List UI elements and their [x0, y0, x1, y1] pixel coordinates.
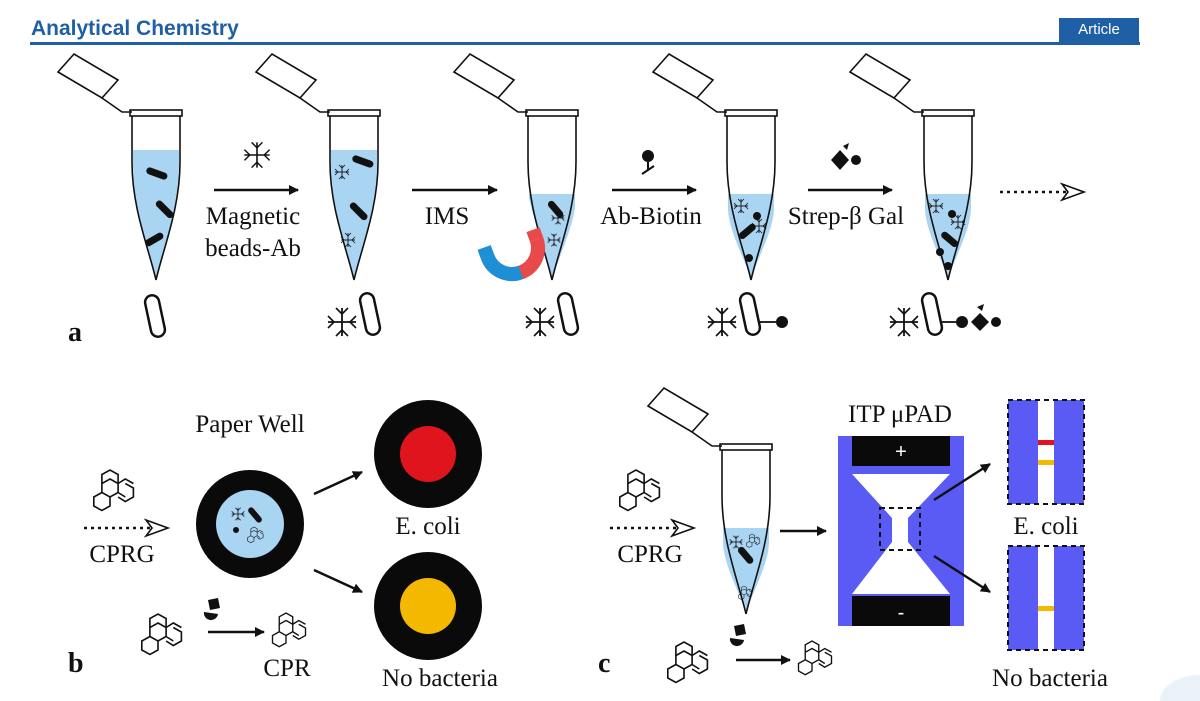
panel-c-reagent: CPRG: [617, 541, 682, 568]
zoom-ecoli-label: E. coli: [1013, 513, 1078, 540]
panel-c-label: c: [598, 648, 610, 679]
panel-a-label: a: [68, 317, 82, 348]
figure-schematic: Magnetic beads-Ab IMS Ab-Biotin Strep-β …: [57, 53, 1108, 692]
arrow-step-3: Ab-Biotin: [600, 150, 702, 230]
result-no-bacteria-label: No bacteria: [382, 665, 498, 692]
tube-4: [652, 53, 778, 281]
complex-5: [889, 290, 1001, 338]
panel-b-reagent: CPRG: [89, 541, 154, 568]
arrow-step-1: Magnetic beads-Ab: [205, 141, 301, 262]
complex-1: [142, 292, 168, 340]
arrow-step-2: IMS: [412, 185, 498, 230]
step-label-magnetic: Magnetic: [206, 203, 300, 230]
magnet-icon: [477, 227, 545, 281]
complex-4: [707, 290, 788, 338]
tube-3: [453, 53, 579, 281]
arrow-step-4: Strep-β Gal: [788, 143, 904, 230]
page-header: Analytical Chemistry Article: [0, 0, 1200, 48]
article-type-badge: Article: [1059, 18, 1139, 42]
step-label-ab-biotin: Ab-Biotin: [600, 203, 702, 230]
tube-5: [849, 53, 975, 281]
cprg-reaction-c: [666, 624, 833, 684]
tube-1: [57, 53, 183, 281]
step-label-beads-ab: beads-Ab: [205, 235, 301, 262]
zoom-no-bacteria: [1007, 545, 1085, 651]
zoom-no-bacteria-label: No bacteria: [992, 665, 1108, 692]
panel-c: CPRG ITP μPAD + -: [598, 387, 1108, 692]
zoom-ecoli: [1007, 399, 1085, 505]
paper-well-title: Paper Well: [195, 411, 304, 438]
result-ecoli-label: E. coli: [395, 513, 460, 540]
result-well-no-bacteria: [374, 552, 482, 660]
complex-3: [525, 290, 581, 338]
complex-2: [327, 290, 383, 338]
step-label-ims: IMS: [425, 203, 469, 230]
arrow-continue: [1000, 182, 1087, 202]
minus-electrode: -: [898, 602, 905, 624]
tube-c: [647, 387, 773, 615]
panel-b-label: b: [68, 648, 84, 679]
itp-device: + -: [838, 436, 964, 626]
panel-a: Magnetic beads-Ab IMS Ab-Biotin Strep-β …: [57, 53, 1087, 348]
step-label-strep-gal: Strep-β Gal: [788, 203, 904, 230]
panel-b: CPRG Paper Well E. coli No bacteria: [68, 400, 498, 692]
tube-2: [255, 53, 381, 281]
device-title: ITP μPAD: [848, 401, 952, 428]
cprg-reaction-b: CPR: [140, 598, 311, 682]
header-rule: [30, 42, 1140, 45]
paper-well: [196, 470, 304, 578]
product-label: CPR: [263, 655, 311, 682]
plus-electrode: +: [895, 441, 907, 463]
result-well-ecoli: [374, 400, 482, 508]
journal-title: Analytical Chemistry: [31, 17, 239, 40]
